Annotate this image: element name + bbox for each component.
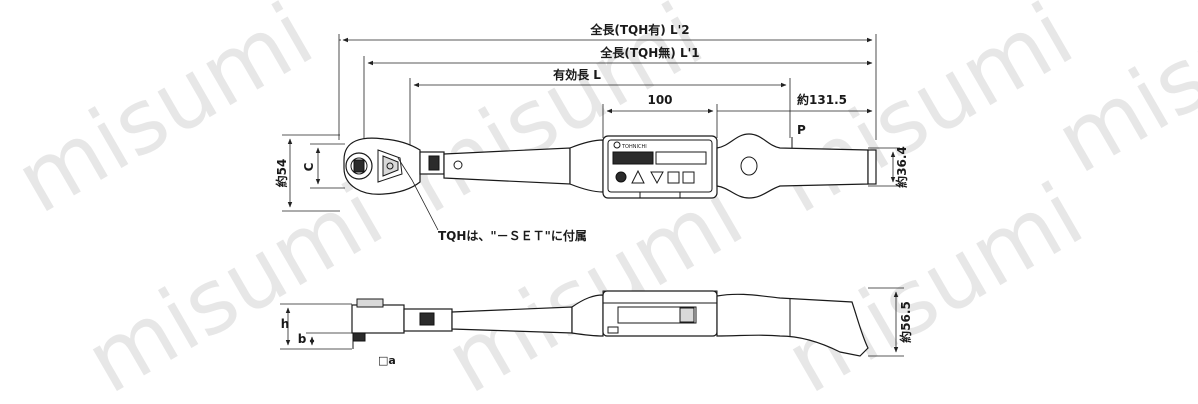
brand-mark: TOHNICHI [621, 144, 647, 150]
digital-display-unit: TOHNICHI [602, 135, 718, 199]
shaft-side [451, 306, 573, 334]
square-drive-side [352, 332, 366, 342]
point-p-label: P [797, 123, 806, 137]
shaft-flare-side [571, 294, 604, 337]
warning-icon [631, 169, 645, 184]
button-icon [615, 171, 627, 183]
lcd-right [655, 151, 707, 165]
square-drive [353, 159, 365, 173]
shaft-flare [569, 139, 604, 193]
top-view: 全長(TQH有) L'2 全長(TQH無) L'1 有効長 L 100 約131… [274, 22, 909, 243]
head-side [351, 304, 405, 334]
side-view: h b 約56.5 □a [280, 287, 913, 367]
grip-diameter-label: 約36.4 [894, 146, 909, 188]
handle-grip-side [716, 293, 869, 357]
grip-height-label: 約56.5 [898, 301, 913, 343]
grip-length-label: 約131.5 [797, 92, 847, 107]
ratchet-lever [382, 155, 399, 177]
head-top-lever [356, 298, 384, 308]
neck-block-side [419, 312, 435, 326]
watermark-text: misumi [69, 163, 399, 400]
display-span-label: 100 [647, 93, 672, 107]
lcd-left [612, 151, 654, 165]
height-b-label: b [298, 332, 307, 346]
display-unit-side [602, 290, 718, 337]
callout-leader [397, 157, 439, 231]
ratchet-head [343, 137, 421, 195]
neck-block [428, 155, 440, 171]
overall-tqh-label: 全長(TQH有) L'2 [589, 22, 689, 37]
tqh-callout: TQHは、"－ＳＥＴ"に付属 [438, 228, 587, 243]
set-icon [682, 171, 695, 184]
head-c-label: C [302, 162, 316, 171]
overall-no-tqh-label: 全長(TQH無) L'1 [599, 45, 699, 60]
height-h-label: h [281, 317, 290, 331]
down-triangle-icon [650, 171, 664, 185]
grip-end-cap [867, 149, 877, 185]
head-width-label: 約54 [274, 159, 289, 188]
shaft [443, 147, 571, 185]
effective-length-label: 有効長 L [553, 67, 601, 82]
square-a-label: □a [378, 354, 396, 367]
mode-icon [667, 171, 680, 184]
watermark-text: misumi [0, 0, 329, 233]
